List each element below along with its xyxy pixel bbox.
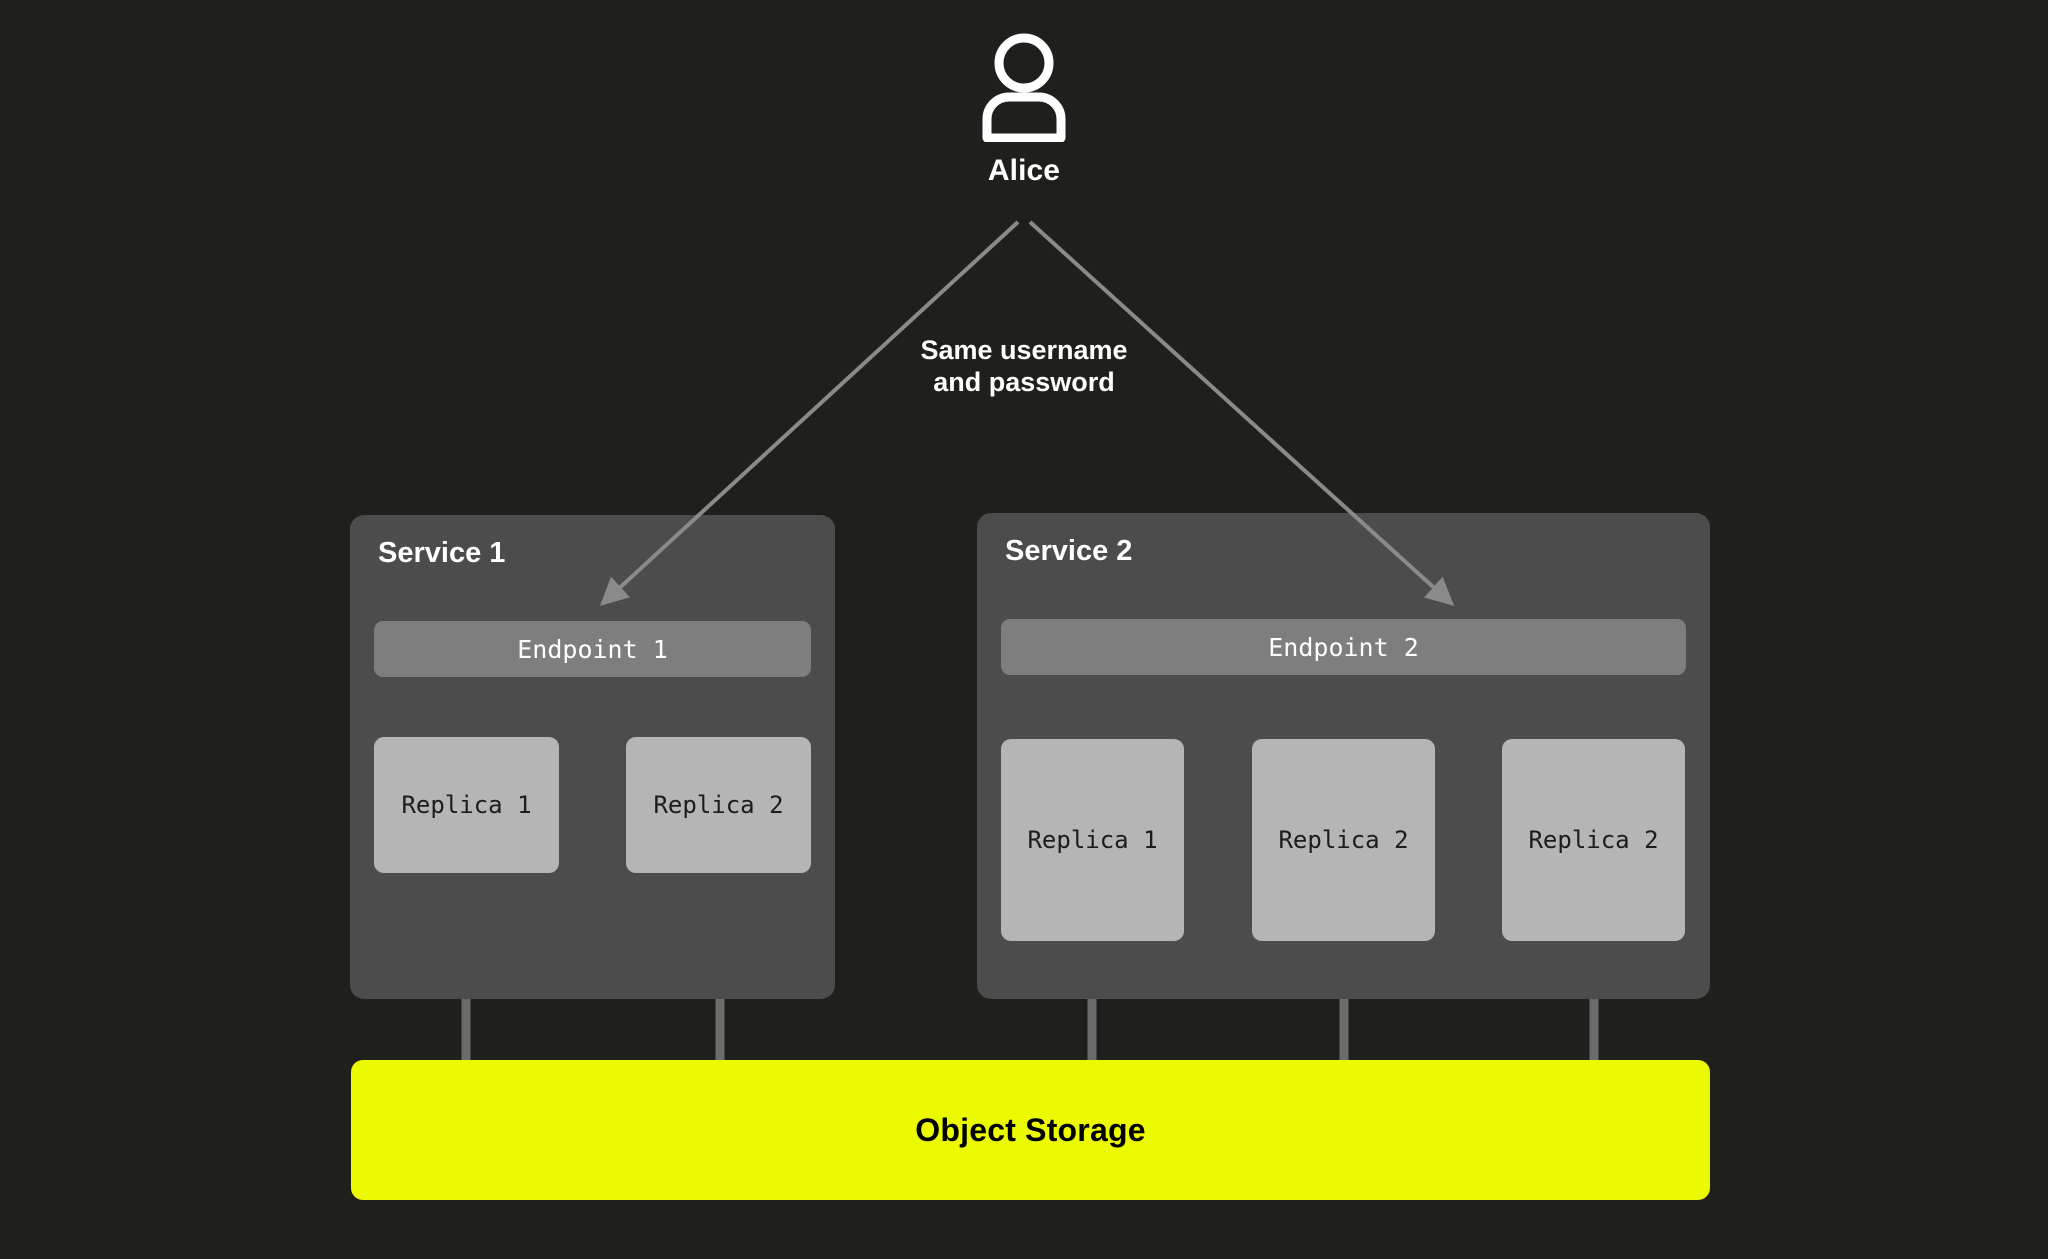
annotation-credentials: Same username and password [0, 335, 2048, 398]
replica-box[interactable]: Replica 1 [374, 737, 559, 873]
actor-alice: Alice [0, 30, 2048, 188]
replica-box[interactable]: Replica 2 [1252, 739, 1435, 941]
service-title-2: Service 2 [1005, 535, 1133, 567]
object-storage-bar[interactable]: Object Storage [351, 1060, 1710, 1200]
object-storage-label: Object Storage [915, 1111, 1146, 1148]
replica-box[interactable]: Replica 2 [1502, 739, 1685, 941]
service-box-1[interactable]: Service 1 Endpoint 1 Replica 1 Replica 2 [350, 515, 835, 999]
endpoint-1[interactable]: Endpoint 1 [374, 621, 811, 677]
replica-box[interactable]: Replica 2 [626, 737, 811, 873]
annotation-line-1: Same username [920, 335, 1128, 365]
annotation-line-2: and password [933, 366, 1115, 397]
replica-box[interactable]: Replica 1 [1001, 739, 1184, 941]
actor-name: Alice [987, 154, 1061, 187]
user-icon [982, 33, 1066, 142]
service-box-2[interactable]: Service 2 Endpoint 2 Replica 1 Replica 2… [977, 513, 1710, 999]
service-title-1: Service 1 [378, 537, 506, 569]
endpoint-2[interactable]: Endpoint 2 [1001, 619, 1686, 675]
